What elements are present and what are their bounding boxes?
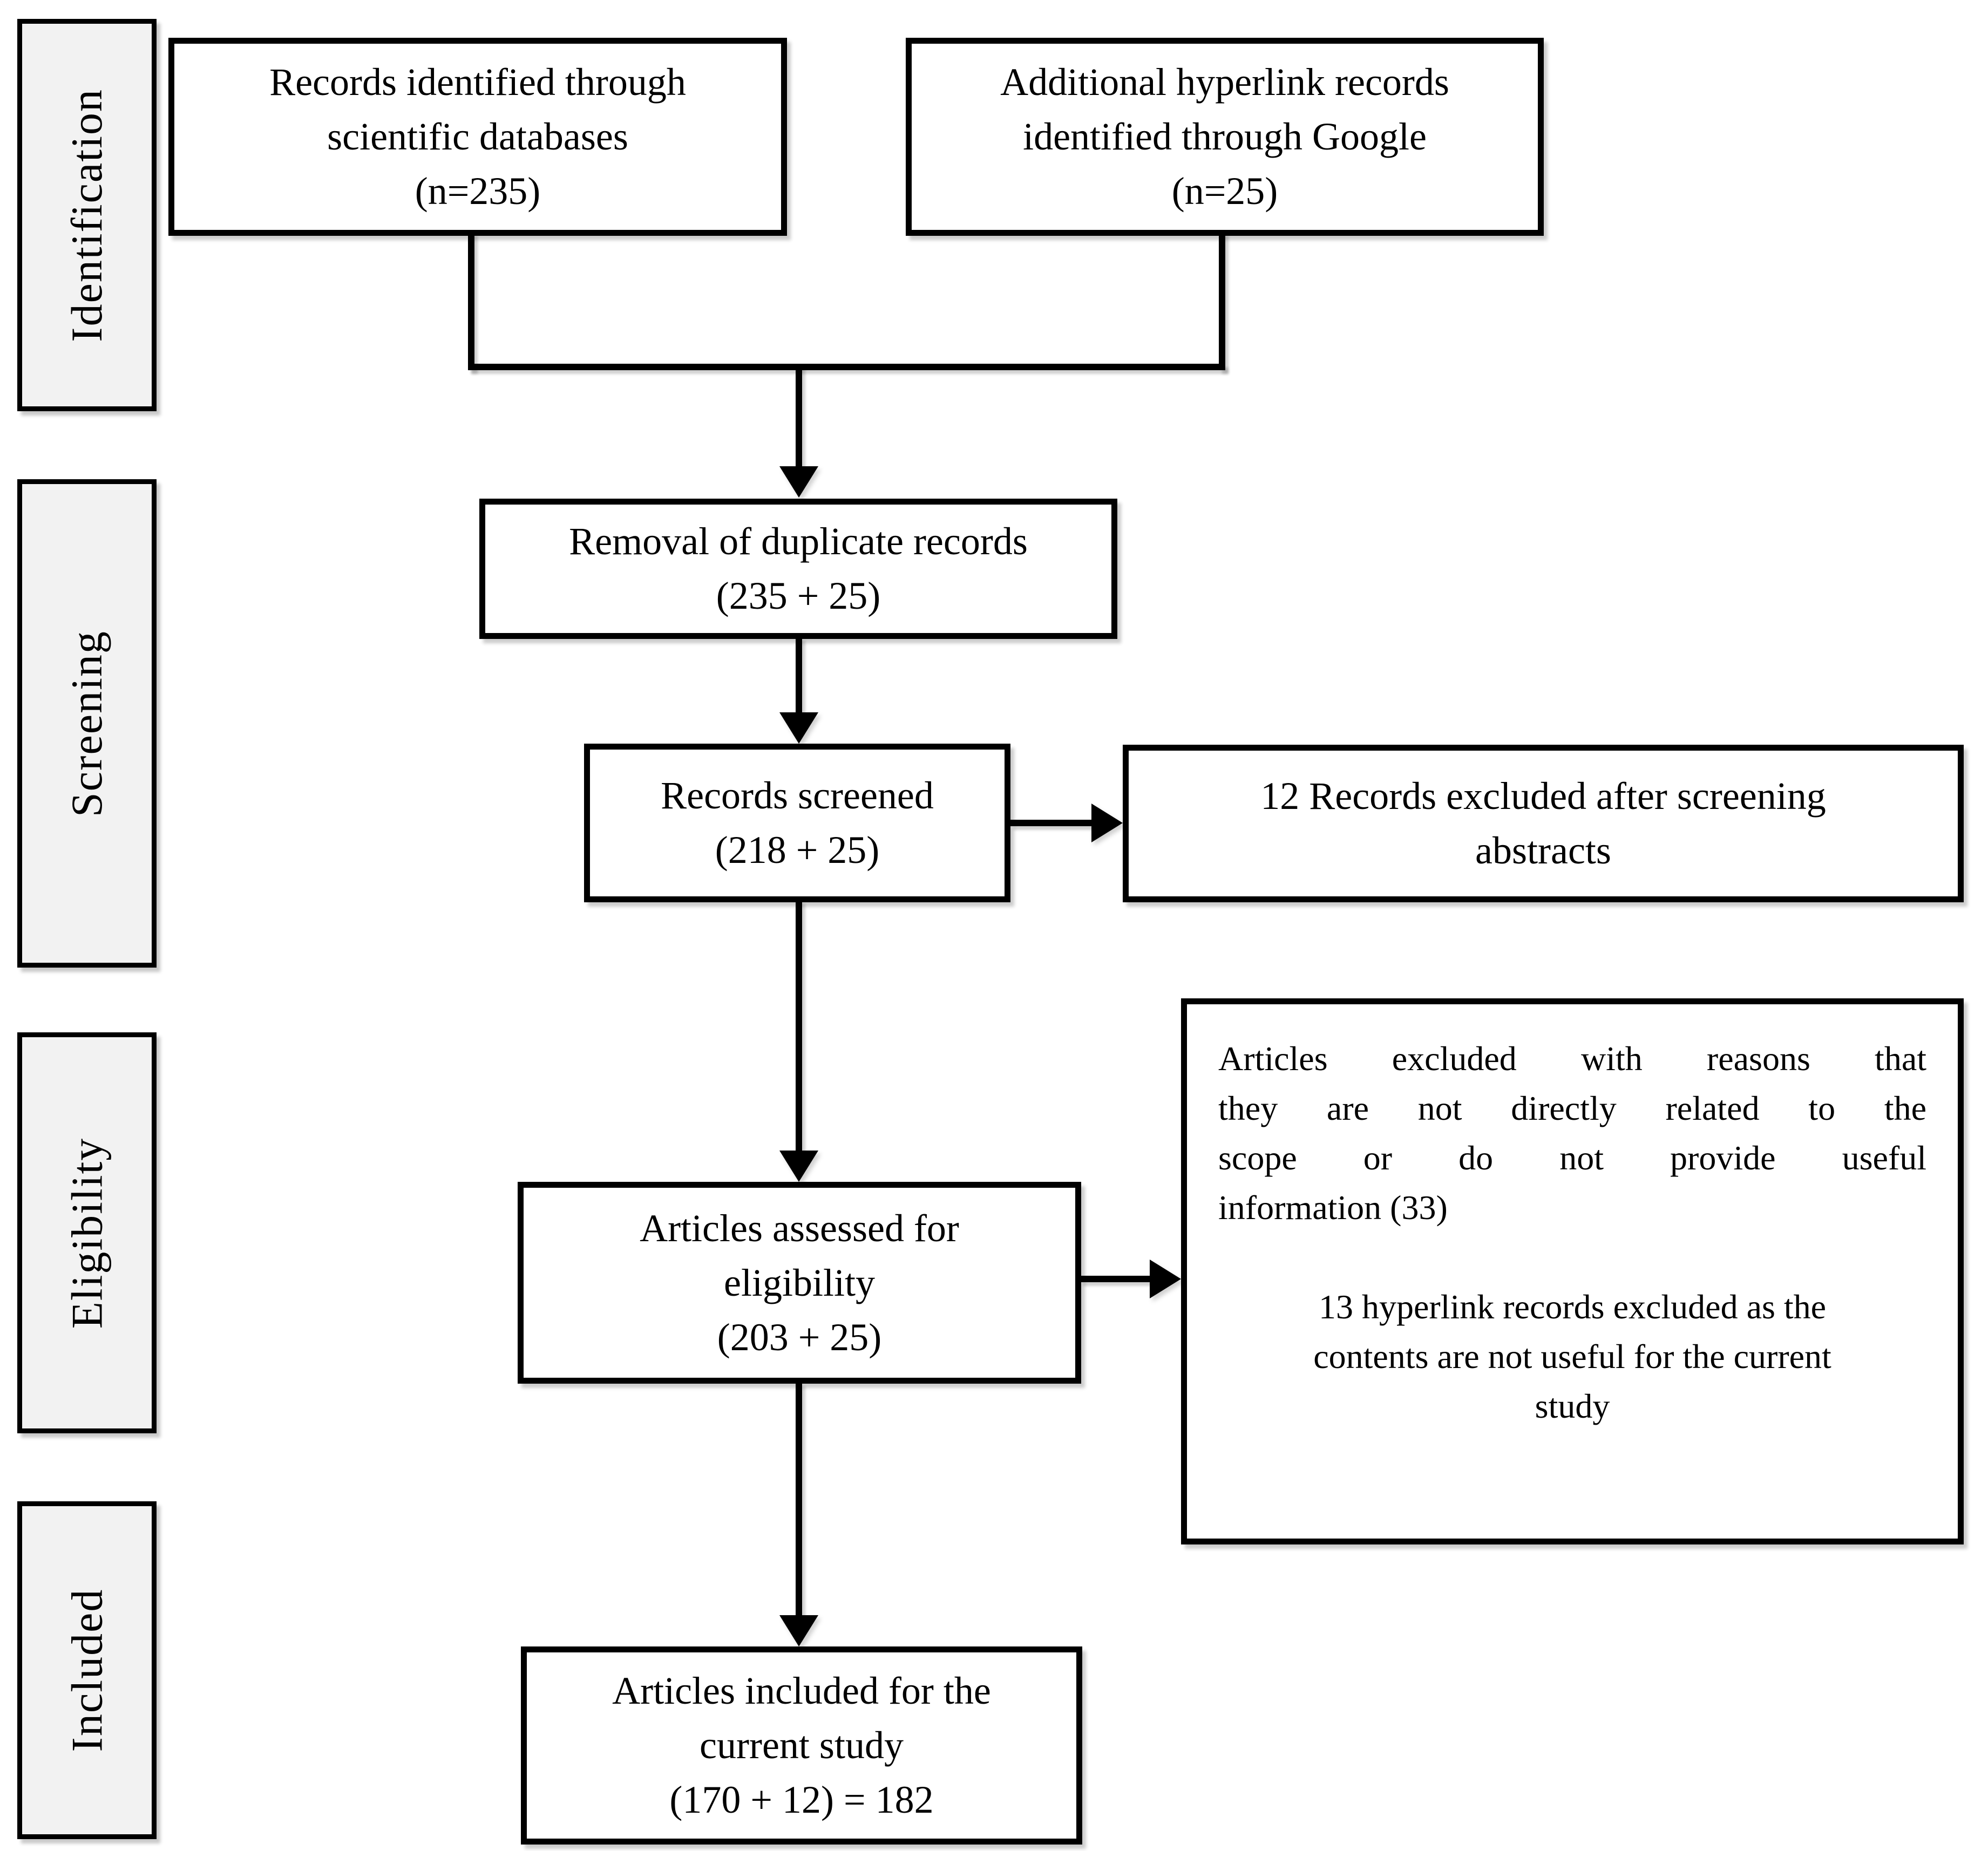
box-line: contents are not useful for the current bbox=[1313, 1337, 1831, 1376]
connector-additional-down bbox=[1219, 232, 1225, 370]
box-line: information (33) bbox=[1218, 1188, 1448, 1227]
box-line: Articles assessed for bbox=[640, 1206, 959, 1250]
box-line: (170 + 12) = 182 bbox=[669, 1778, 934, 1821]
box-line: 12 Records excluded after screening bbox=[1260, 774, 1826, 818]
connector-assessed-to-included bbox=[796, 1383, 802, 1617]
box-additional-records: Additional hyperlink records identified … bbox=[906, 38, 1544, 236]
box-articles-included: Articles included for the current study … bbox=[521, 1646, 1082, 1845]
box-line: Additional hyperlink records bbox=[1000, 60, 1449, 104]
box-articles-assessed: Articles assessed for eligibility (203 +… bbox=[518, 1182, 1081, 1384]
box-line: (235 + 25) bbox=[716, 574, 881, 617]
box-line: Articles excluded with reasons that bbox=[1218, 1039, 1926, 1078]
arrowhead-down-screened-icon bbox=[779, 712, 818, 744]
box-duplicate-removal: Removal of duplicate records (235 + 25) bbox=[479, 499, 1117, 639]
stage-label-included: Included bbox=[17, 1501, 157, 1839]
connector-assessed-to-excluded bbox=[1080, 1276, 1151, 1282]
box-line: (n=25) bbox=[1171, 169, 1278, 213]
box-excluded-with-reasons: Articles excluded with reasons that they… bbox=[1181, 998, 1964, 1544]
stage-label-text: Screening bbox=[62, 630, 112, 817]
stage-label-screening: Screening bbox=[17, 479, 157, 968]
box-line: Removal of duplicate records bbox=[569, 520, 1028, 563]
box-excluded-after-screening: 12 Records excluded after screening abst… bbox=[1123, 745, 1964, 902]
connector-duplicates-to-screened bbox=[796, 637, 802, 713]
box-records-identified: Records identified through scientific da… bbox=[168, 38, 787, 236]
box-line: abstracts bbox=[1475, 829, 1611, 872]
box-line: scientific databases bbox=[327, 115, 628, 158]
connector-merge-to-duplicates bbox=[796, 364, 802, 467]
box-line: Articles included for the bbox=[612, 1669, 991, 1712]
box-line: they are not directly related to the bbox=[1218, 1089, 1926, 1127]
box-line: eligibility bbox=[724, 1261, 875, 1304]
exclusion-reasons-paragraph: Articles excluded with reasons that they… bbox=[1218, 1034, 1926, 1233]
box-line: (203 + 25) bbox=[717, 1315, 882, 1359]
arrowhead-right-excluded-screening-icon bbox=[1091, 804, 1123, 842]
stage-label-text: Identification bbox=[62, 88, 111, 342]
box-line: identified through Google bbox=[1023, 115, 1427, 158]
box-line: 13 hyperlink records excluded as the bbox=[1318, 1288, 1827, 1326]
box-line: current study bbox=[700, 1724, 904, 1767]
connector-screened-to-assessed bbox=[796, 900, 802, 1152]
arrowhead-down-duplicates-icon bbox=[779, 466, 818, 498]
arrowhead-down-included-icon bbox=[779, 1615, 818, 1646]
stage-label-text: Eligibility bbox=[62, 1137, 112, 1329]
arrowhead-right-excluded-eligibility-icon bbox=[1150, 1260, 1181, 1298]
connector-screened-to-excluded bbox=[1010, 820, 1093, 826]
hyperlink-exclusion-paragraph: 13 hyperlink records excluded as the con… bbox=[1218, 1282, 1926, 1431]
box-line: study bbox=[1535, 1387, 1610, 1425]
arrowhead-down-assessed-icon bbox=[779, 1151, 818, 1182]
box-line: Records screened bbox=[661, 774, 934, 817]
box-line: (n=235) bbox=[415, 169, 541, 213]
box-line: Records identified through bbox=[269, 60, 686, 104]
stage-label-text: Included bbox=[62, 1588, 112, 1752]
box-line: scope or do not provide useful bbox=[1218, 1139, 1926, 1177]
stage-label-identification: Identification bbox=[17, 19, 157, 411]
connector-identified-down bbox=[468, 232, 474, 370]
stage-label-eligibility: Eligibility bbox=[17, 1032, 157, 1433]
connector-merge-horizontal bbox=[468, 364, 1225, 370]
box-line: (218 + 25) bbox=[715, 828, 880, 872]
box-records-screened: Records screened (218 + 25) bbox=[584, 744, 1010, 902]
